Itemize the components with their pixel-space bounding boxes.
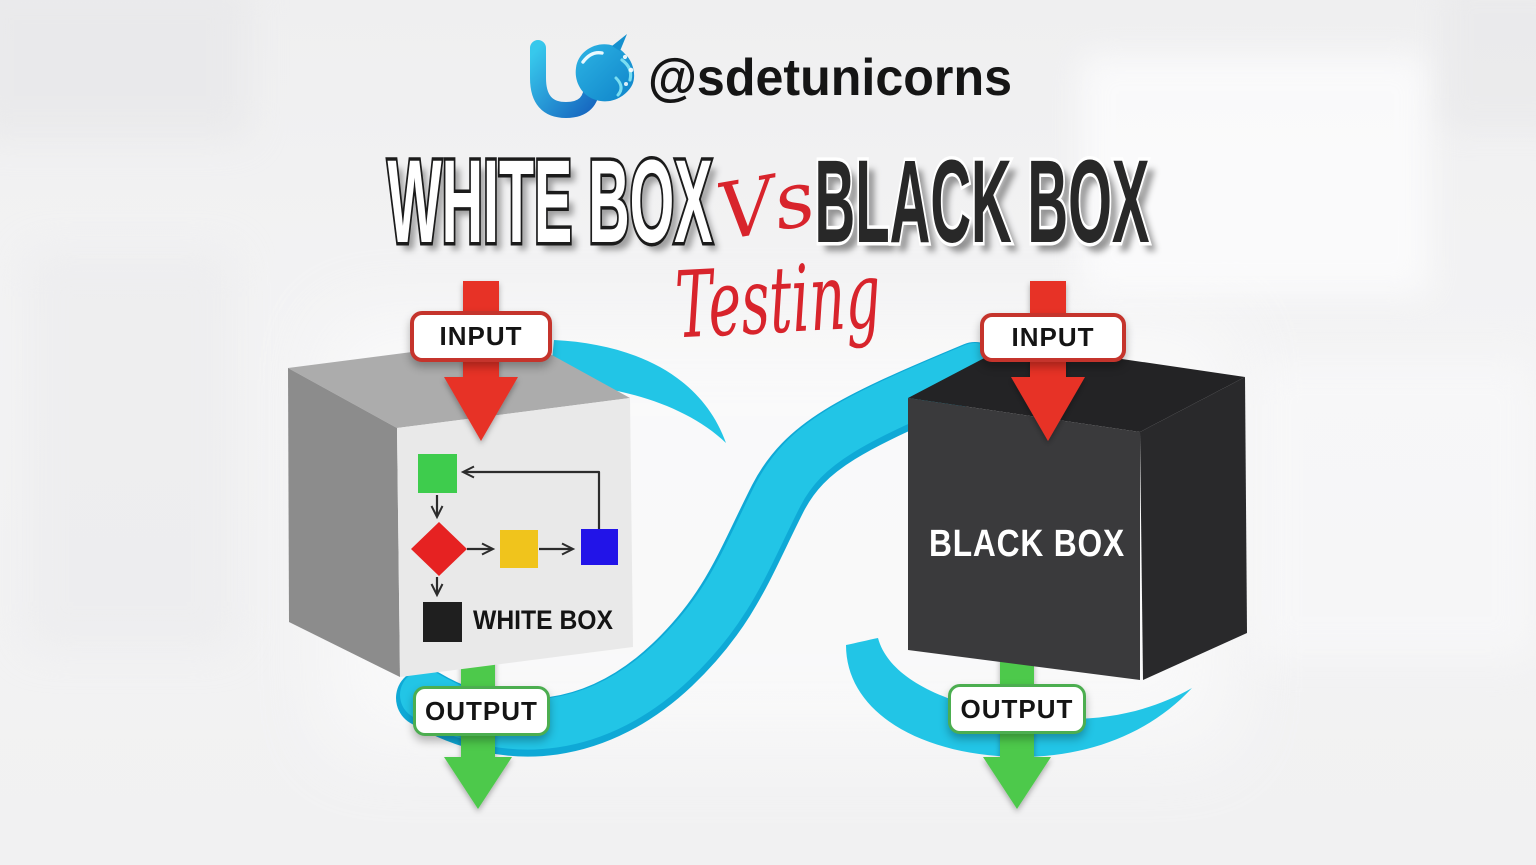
unicorn-head <box>575 44 635 102</box>
logo-sparkle <box>624 82 628 86</box>
end-node <box>423 602 462 642</box>
black-cube-right-face <box>1140 377 1247 680</box>
input-label-black-box: INPUT <box>980 313 1126 362</box>
logo-sparkle <box>628 67 634 73</box>
flow-arc-top-left <box>552 340 726 443</box>
title-white-box: WHITE BOX <box>388 136 713 268</box>
flow-edge-feedback <box>460 465 601 529</box>
white-cube-left-face <box>288 368 400 677</box>
black-box-cube: BLACK BOX <box>908 343 1247 680</box>
title-black-shadow: BLACK BOX <box>822 145 1157 277</box>
logo-sparkle <box>622 54 628 60</box>
title-white-shadow: WHITE BOX <box>394 144 719 276</box>
process-node-2 <box>581 529 618 565</box>
output-label-black-box: OUTPUT <box>948 684 1086 734</box>
unicorn-logo <box>530 34 635 119</box>
unicorn-mane-curl <box>614 76 623 97</box>
black-cube-front-face <box>908 398 1140 680</box>
decision-node <box>411 522 467 576</box>
start-node <box>418 454 457 493</box>
title-script-testing: Testing <box>673 242 883 360</box>
flow-arc-bottom-right <box>846 638 1192 757</box>
white-box-caption: WHITE BOX <box>473 605 613 635</box>
title-black-box: BLACK BOX <box>815 136 1150 268</box>
unicorn-horn-icon <box>612 34 627 51</box>
white-box-flowchart <box>411 454 618 642</box>
output-label-white-box: OUTPUT <box>413 686 550 736</box>
title-block: WHITE BOX BLACK BOX WHITE BOX BLACK BOX … <box>384 133 1157 360</box>
brand-header: @sdetunicorns <box>530 34 1012 119</box>
black-box-caption: BLACK BOX <box>929 523 1125 565</box>
input-label-white-box: INPUT <box>410 311 552 362</box>
brand-handle: @sdetunicorns <box>648 49 1012 107</box>
unicorn-muzzle-highlight <box>581 51 604 64</box>
process-node-1 <box>500 530 538 568</box>
title-vs: Vs <box>711 153 822 258</box>
